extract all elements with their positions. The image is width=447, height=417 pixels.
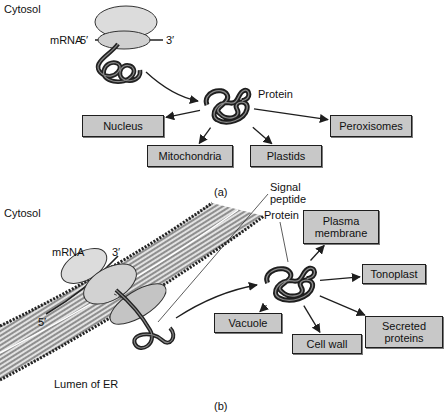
leader-line xyxy=(280,222,288,262)
compartment-box: Nucleus xyxy=(82,115,164,137)
compartment-box: Plasma membrane xyxy=(303,210,379,244)
nascent-chain xyxy=(116,290,173,348)
text-label: 5′ xyxy=(80,34,88,46)
protein-coil-highlight xyxy=(206,90,249,122)
arrow-connector xyxy=(254,109,328,120)
node-text: Tonoplast xyxy=(370,268,417,280)
arrow-connector xyxy=(304,306,320,333)
text-label: 5′ xyxy=(38,316,46,328)
membrane-midline xyxy=(0,210,238,353)
ribosome-small-subunit xyxy=(98,31,150,49)
node-text: Secreted proteins xyxy=(369,320,439,344)
text-label: (a) xyxy=(214,186,227,198)
node-text: Plasma membrane xyxy=(307,215,375,239)
protein-coil xyxy=(262,262,318,304)
arrow-connector xyxy=(311,246,325,261)
arrow-connector xyxy=(199,128,210,144)
compartment-box: Cell wall xyxy=(292,334,362,354)
protein-blob: Protein xyxy=(262,262,318,304)
nascent-chain xyxy=(98,44,140,82)
compartment-box: Tonoplast xyxy=(362,264,426,284)
ribosome-large-subunit xyxy=(95,6,157,38)
arrow-connector xyxy=(320,277,360,281)
node-text: Vacuole xyxy=(229,317,268,329)
compartment-box: Mitochondria xyxy=(147,145,233,167)
compartment-box: Peroxisomes xyxy=(330,115,412,137)
arrow-connector xyxy=(166,110,200,117)
compartment-box: Plastids xyxy=(250,145,322,167)
text-label: (b) xyxy=(214,400,227,412)
arrow-connector xyxy=(253,127,272,143)
nascent-chain-highlight xyxy=(98,44,140,82)
text-label: Cytosol xyxy=(4,3,41,15)
node-text: Plastids xyxy=(267,150,306,162)
text-label: Signal peptide xyxy=(270,181,318,205)
compartment-box: Vacuole xyxy=(214,313,282,333)
membrane-edge xyxy=(0,216,264,380)
text-label: 3′ xyxy=(166,34,174,46)
channel-line xyxy=(114,294,150,328)
compartment-box: Secreted proteins xyxy=(365,316,443,348)
mrna-strand xyxy=(46,256,118,314)
node-text: Nucleus xyxy=(103,120,143,132)
node-text: Mitochondria xyxy=(159,150,222,162)
text-label: Cytosol xyxy=(4,207,41,219)
text-label: mRNA xyxy=(52,246,84,258)
protein-coil-highlight xyxy=(267,268,315,300)
node-text: Cell wall xyxy=(307,338,348,350)
node-text: Protein xyxy=(258,88,293,100)
release-arrow xyxy=(146,72,198,101)
mrna-strand xyxy=(95,39,163,41)
translocon xyxy=(104,276,172,332)
protein-coil xyxy=(202,84,252,126)
er-membrane xyxy=(0,203,264,380)
leader-line xyxy=(158,194,268,322)
ribosome-large-subunit xyxy=(77,256,143,313)
text-label: 3′ xyxy=(112,246,120,258)
protein-coil-strand xyxy=(206,90,249,122)
node-text: Protein xyxy=(264,209,299,221)
protein-coil-strand xyxy=(267,268,315,300)
membrane-edge xyxy=(0,203,212,326)
text-label: mRNA xyxy=(50,34,82,46)
nascent-chain-highlight xyxy=(116,290,173,348)
arrow-connector xyxy=(260,305,267,311)
node-text: Peroxisomes xyxy=(339,120,403,132)
text-label: Lumen of ER xyxy=(54,378,118,390)
arrow-connector xyxy=(320,296,365,315)
protein-blob: Protein xyxy=(202,84,252,126)
